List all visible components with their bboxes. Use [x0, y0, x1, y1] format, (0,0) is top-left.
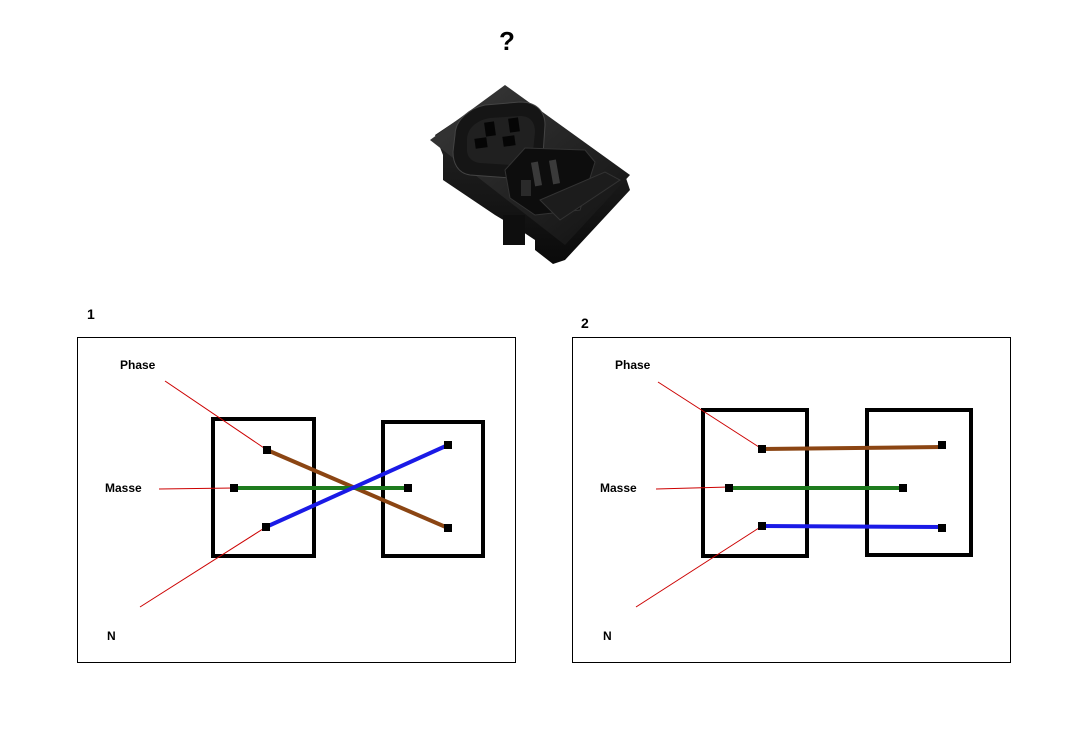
panel-frame: [572, 337, 1011, 663]
neutral-label: N: [107, 629, 116, 643]
right-connector-box: [865, 408, 973, 557]
neutral-leader-line: [635, 525, 763, 608]
panel-1-number: 1: [87, 306, 95, 322]
panel-2-number: 2: [581, 315, 589, 331]
terminal: [758, 522, 766, 530]
phase-leader-line: [657, 381, 763, 450]
masse-leader-line: [655, 486, 730, 490]
phase-wire: [761, 445, 943, 451]
neutral-label: N: [603, 629, 612, 643]
phase-label: Phase: [615, 358, 651, 372]
terminal: [938, 524, 946, 532]
iec-socket-image: [425, 80, 640, 270]
terminal: [263, 446, 271, 454]
left-connector-box: [701, 408, 809, 558]
question-mark: ?: [499, 26, 515, 56]
terminal: [262, 523, 270, 531]
phase-leader-line: [164, 380, 268, 451]
masse-label: Masse: [105, 481, 142, 495]
panel-frame: [77, 337, 516, 663]
iec-c13-c14-socket-photo-icon: [430, 85, 630, 264]
neutral-wire: [761, 524, 943, 529]
wiring-diagram-2: Phase Masse N: [572, 337, 1011, 663]
terminal: [725, 484, 733, 492]
wiring-diagram-1: Phase Masse N: [77, 337, 516, 663]
terminal: [444, 441, 452, 449]
terminal: [230, 484, 238, 492]
neutral-leader-line: [139, 526, 267, 608]
terminal: [899, 484, 907, 492]
terminal: [758, 445, 766, 453]
terminal: [938, 441, 946, 449]
phase-label: Phase: [120, 358, 156, 372]
masse-leader-line: [158, 487, 235, 490]
terminal: [444, 524, 452, 532]
terminal: [404, 484, 412, 492]
masse-label: Masse: [600, 481, 637, 495]
neutral-wire: [265, 443, 449, 529]
